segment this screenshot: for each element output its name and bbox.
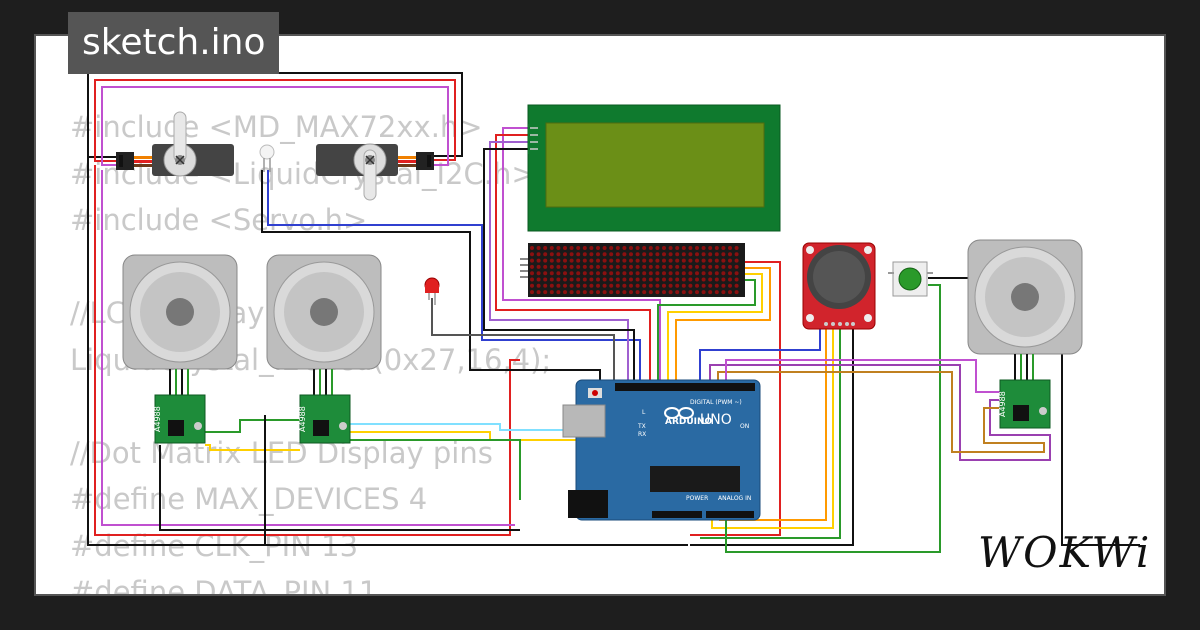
driver-label: A4988 [998, 391, 1007, 417]
driver-label: A4988 [298, 406, 307, 432]
on-label: ON [740, 423, 749, 430]
code-line: #include <MD_MAX72xx.h> [70, 110, 483, 144]
code-line: #define DATA_PIN 11 [70, 575, 378, 596]
motor-leads [169, 354, 1034, 395]
pushbutton[interactable] [888, 261, 933, 297]
digital-label: DIGITAL (PWM ~) [690, 399, 742, 406]
tx-label: TX [637, 423, 646, 430]
file-tab[interactable]: sketch.ino [68, 12, 280, 74]
led-white[interactable] [259, 144, 275, 172]
stepper-motor-2[interactable] [266, 254, 382, 370]
stepper-motor-1[interactable] [122, 254, 238, 370]
led-red[interactable] [424, 277, 440, 305]
arduino-model: UNO [700, 412, 732, 428]
wokwi-logo: WOKWi [978, 528, 1152, 577]
stepper-driver-2[interactable]: A4988 [298, 394, 351, 444]
joystick[interactable] [802, 242, 876, 330]
code-line: #define MAX_DEVICES 4 [70, 482, 428, 516]
stepper-driver-1[interactable]: A4988 [153, 394, 206, 444]
rx-label: RX [638, 431, 646, 438]
wires [87, 72, 1140, 553]
servo-right[interactable] [316, 143, 434, 201]
stepper-motor-3[interactable] [967, 239, 1083, 355]
dot-matrix-display[interactable] [520, 243, 745, 297]
l-label: L [642, 409, 646, 416]
lcd-display[interactable] [527, 104, 781, 232]
power-label: POWER [686, 495, 708, 502]
code-line: //Dot Matrix LED Display pins [70, 435, 493, 470]
arduino-logo-icon [664, 407, 694, 419]
stepper-driver-3[interactable]: A4988 [998, 379, 1051, 429]
driver-label: A4988 [153, 406, 162, 432]
arduino-brand: ARDUINO [665, 417, 713, 427]
arduino-uno[interactable]: ARDUINO UNO DIGITAL (PWM ~) POWER ANALOG… [562, 379, 761, 521]
servo-left[interactable] [116, 111, 234, 177]
analog-label: ANALOG IN [718, 495, 751, 502]
